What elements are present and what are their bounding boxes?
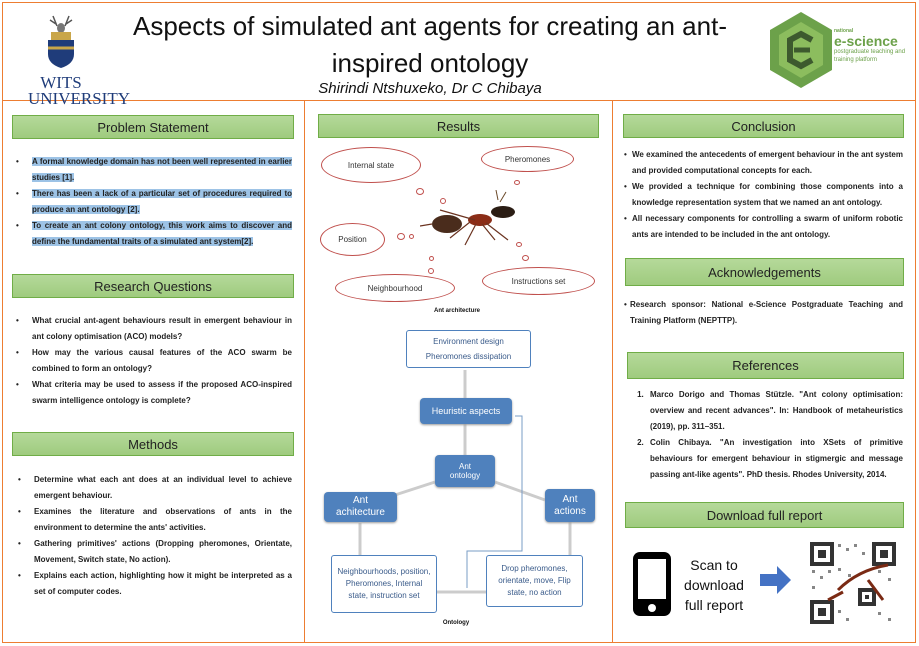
- references-list: Marco Dorigo and Thomas Stützle. "Ant co…: [628, 387, 903, 483]
- list-item: All necessary components for controlling…: [620, 211, 903, 243]
- scan-instructions: Scan to download full report: [684, 557, 744, 613]
- conclusion-heading: Conclusion: [623, 114, 904, 138]
- column-divider: [304, 100, 305, 643]
- poster-title: Aspects of simulated ant agents for crea…: [132, 11, 727, 78]
- list-item: There has been a lack of a particular se…: [12, 186, 292, 218]
- problem-statement-list: A formal knowledge domain has not been w…: [12, 154, 292, 250]
- methods-heading: Methods: [12, 432, 294, 456]
- ant-ontology-node: Ant ontology: [435, 455, 495, 487]
- download-heading[interactable]: Download full report: [625, 502, 904, 528]
- results-heading: Results: [318, 114, 599, 138]
- list-item: To create an ant colony ontology, this w…: [12, 218, 292, 250]
- research-questions-heading: Research Questions: [12, 274, 294, 298]
- wits-logo-text: WITS UNIVERSITY: [28, 73, 130, 108]
- cloud-instructions-set: Instructions set: [482, 267, 595, 295]
- cloud-pheromones: Pheromones: [481, 146, 574, 172]
- poster-authors: Shirindi Ntshuxeko, Dr C Chibaya: [318, 80, 542, 97]
- list-item: What crucial ant-agent behaviours result…: [12, 313, 292, 345]
- smartphone-icon: [633, 552, 671, 616]
- ontology-caption: Ontology: [442, 620, 470, 626]
- list-item: Examines the literature and observations…: [14, 504, 292, 536]
- architecture-detail-scroll: Neighbourhoods, position, Pheromones, In…: [331, 555, 437, 613]
- actions-detail-scroll: Drop pheromones, orientate, move, Flip s…: [486, 555, 583, 607]
- list-item: A formal knowledge domain has not been w…: [12, 154, 292, 186]
- column-divider: [612, 100, 613, 643]
- e-science-logo: national e-science postgraduate teaching…: [766, 10, 911, 90]
- list-item: What criteria may be used to assess if t…: [12, 377, 292, 409]
- reference-item: Marco Dorigo and Thomas Stützle. "Ant co…: [646, 387, 903, 435]
- list-item: We provided a technique for combining th…: [620, 179, 903, 211]
- cloud-position: Position: [320, 223, 385, 256]
- header-divider: [2, 100, 916, 101]
- ant-architecture-node: Ant achitecture: [324, 492, 397, 522]
- cloud-neighbourhood: Neighbourhood: [335, 274, 455, 302]
- list-item: We examined the antecedents of emergent …: [620, 147, 903, 179]
- list-item: Research sponsor: National e-Science Pos…: [620, 297, 903, 329]
- e-science-logo-text: national e-science postgraduate teaching…: [834, 28, 906, 64]
- conclusion-list: We examined the antecedents of emergent …: [620, 147, 903, 243]
- acknowledgements-heading: Acknowledgements: [625, 258, 904, 286]
- ant-actions-node: Ant actions: [545, 489, 595, 522]
- reference-item: Colin Chibaya. "An investigation into XS…: [646, 435, 903, 483]
- research-questions-list: What crucial ant-agent behaviours result…: [12, 313, 292, 409]
- ontology-connectors: [358, 370, 572, 594]
- arrow-right-icon: [760, 566, 791, 594]
- qr-code[interactable]: [808, 540, 898, 626]
- list-item: How may the various causal features of t…: [12, 345, 292, 377]
- list-item: Determine what each ant does at an indiv…: [14, 472, 292, 504]
- references-heading: References: [627, 352, 904, 379]
- ant-architecture-caption: Ant architecture: [433, 308, 480, 314]
- list-item: Explains each action, highlighting how i…: [14, 568, 292, 600]
- acknowledgements-list: Research sponsor: National e-Science Pos…: [620, 297, 903, 329]
- heuristic-aspects-node: Heuristic aspects: [420, 398, 512, 424]
- methods-list: Determine what each ant does at an indiv…: [14, 472, 292, 600]
- ant-image: [420, 190, 515, 246]
- cloud-internal-state: Internal state: [321, 147, 421, 183]
- list-item: Gathering primitives' actions (Dropping …: [14, 536, 292, 568]
- problem-statement-heading: Problem Statement: [12, 115, 294, 139]
- wits-logo: WITS UNIVERSITY: [28, 12, 130, 107]
